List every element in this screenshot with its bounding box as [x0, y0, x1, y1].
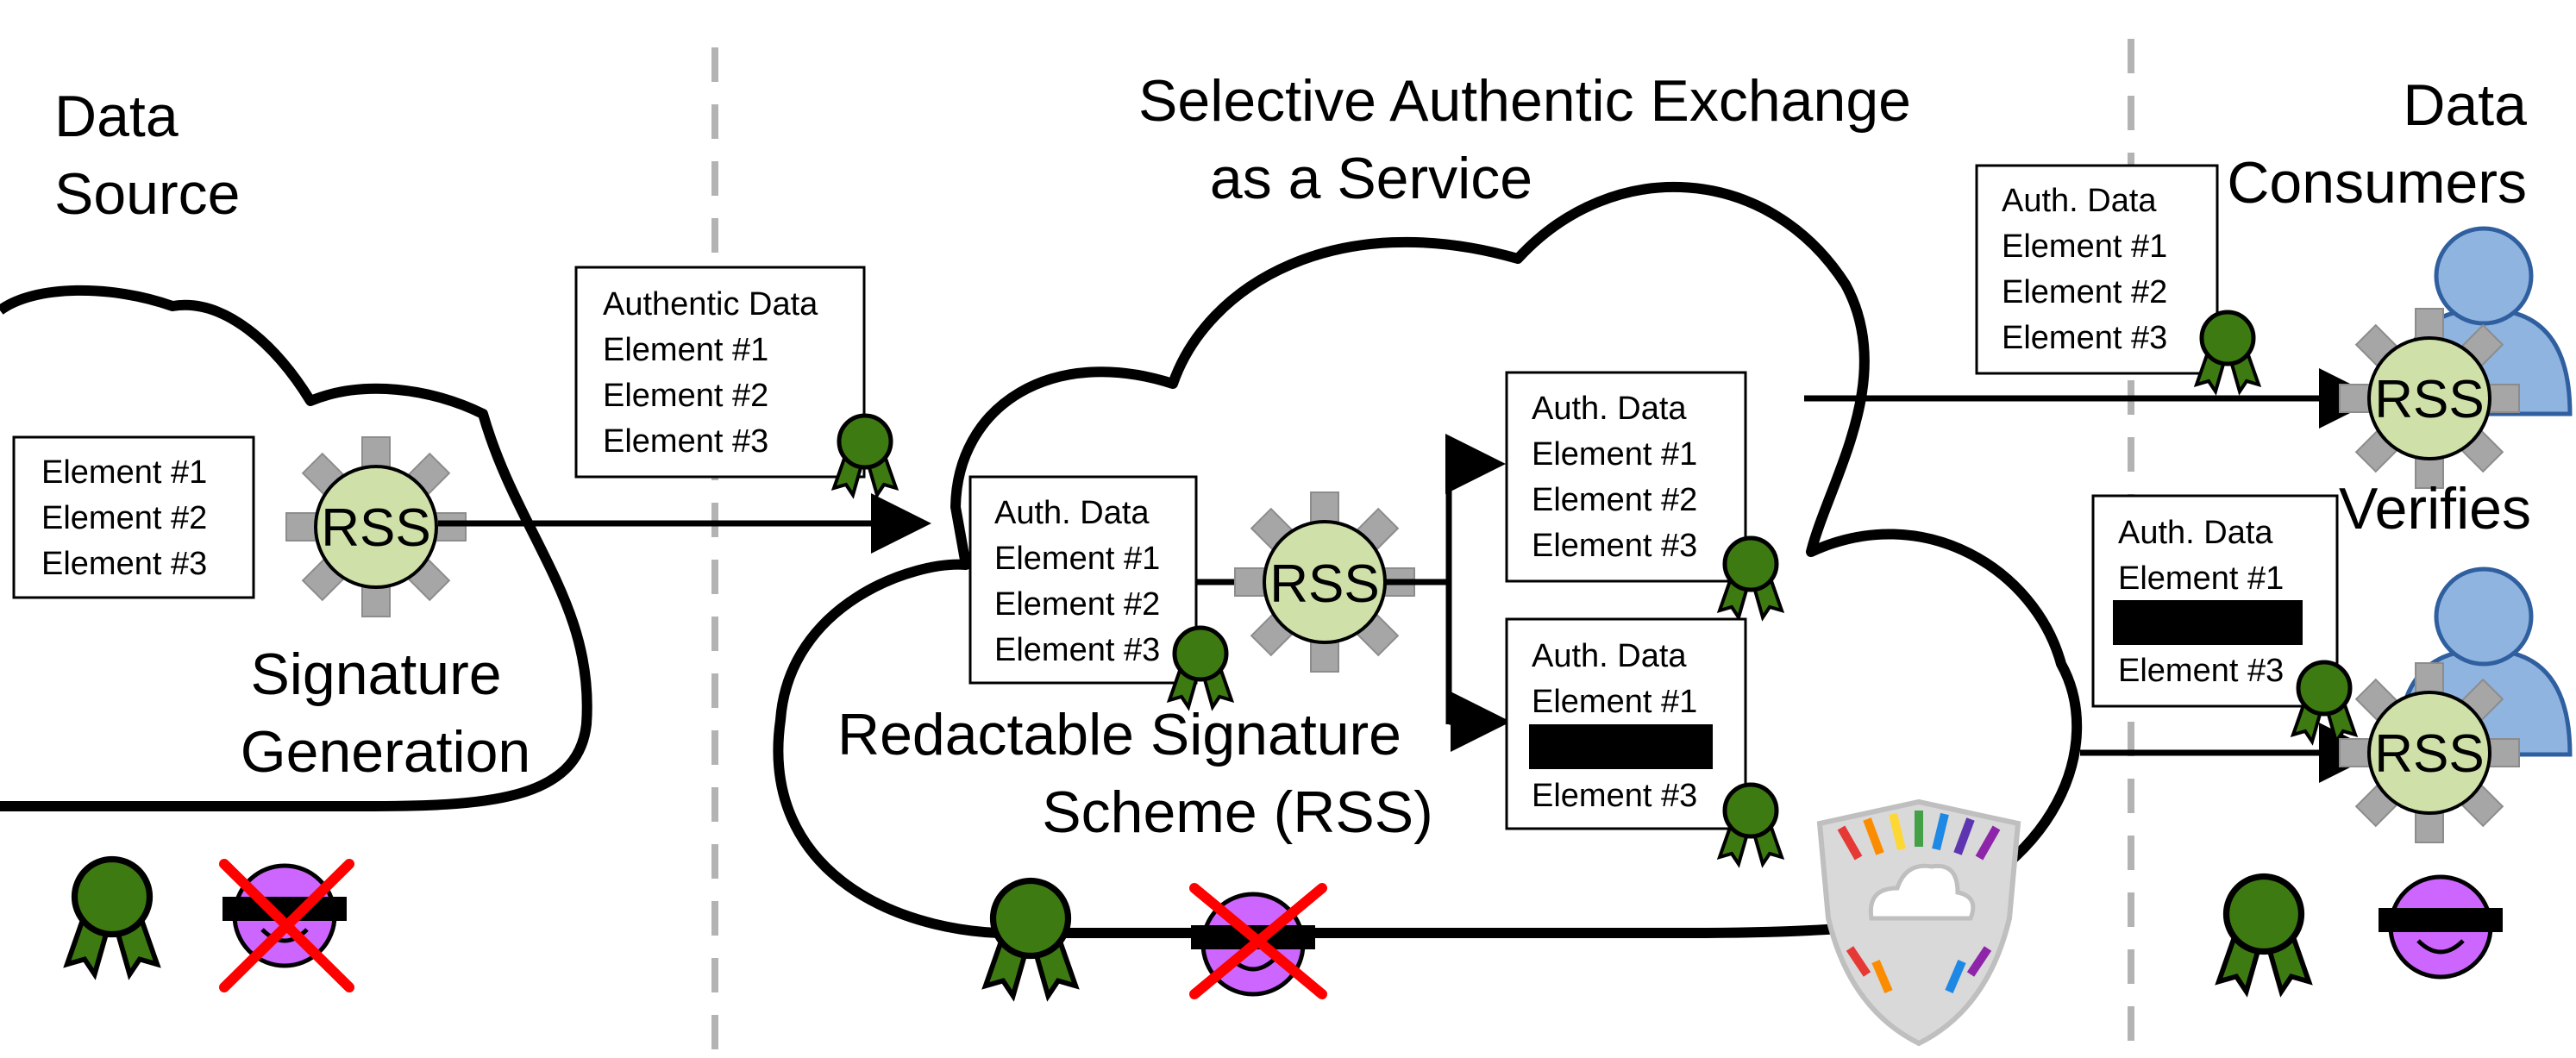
- service-output-line: Element #1: [1532, 436, 1697, 473]
- branch-arrows: [1385, 434, 1511, 752]
- service-input-line: Element #3: [994, 632, 1160, 668]
- service-output-redacted-box: [1505, 617, 1747, 830]
- transfer-line: Element #2: [603, 378, 768, 414]
- transfer-line: Element #3: [603, 423, 768, 460]
- service-caption-line2: Scheme (RSS): [1042, 779, 1432, 845]
- service-input-box: [968, 475, 1198, 685]
- redaction-bar: [1529, 724, 1713, 769]
- consumer-rss-label: RSS: [2374, 724, 2484, 784]
- service-title-line2: as a Service: [1210, 146, 1532, 211]
- ribbon-icon: [1169, 628, 1232, 707]
- consumer-box-line: Auth. Data: [2118, 515, 2273, 551]
- ribbon-icon: [2197, 312, 2259, 391]
- service-output-full-box: [1505, 371, 1747, 583]
- ribbon-icon: [67, 860, 157, 974]
- service-input-line: Element #1: [994, 541, 1160, 577]
- shield-logo-icon: [1816, 798, 2021, 1047]
- service-output-line: Auth. Data: [1532, 638, 1687, 674]
- ribbon-icon: [834, 416, 896, 495]
- consumer-rss-label: RSS: [2374, 370, 2484, 429]
- consumer-box-line: Auth. Data: [2002, 183, 2157, 219]
- consumer-box-line: Element #3: [2118, 653, 2284, 689]
- source-caption-line1: Signature: [250, 642, 501, 707]
- consumer-box-line: Element #1: [2002, 229, 2167, 265]
- source-caption-line2: Generation: [241, 719, 530, 785]
- transfer-line: Element #1: [603, 332, 768, 368]
- ribbon-icon: [2219, 877, 2309, 992]
- consumer-box-line: Element #2: [2002, 274, 2167, 310]
- service-output-line: Auth. Data: [1532, 391, 1687, 427]
- service-output-line: Element #1: [1532, 684, 1697, 720]
- consumer-box-line: Element #1: [2118, 560, 2284, 597]
- consumer-box-full: [1975, 164, 2219, 375]
- source-input-line: Element #1: [41, 454, 207, 491]
- service-rss-label: RSS: [1269, 554, 1379, 614]
- redaction-bar: [2113, 600, 2303, 645]
- cross-icon: [1189, 883, 1327, 999]
- source-rss-label: RSS: [321, 498, 430, 558]
- source-input-box: [12, 435, 255, 599]
- source-title-line1: Data: [54, 84, 179, 149]
- ribbon-icon: [1720, 538, 1782, 617]
- transfer-line: Authentic Data: [603, 286, 818, 322]
- service-cloud: [773, 182, 2083, 939]
- consumers-title-line2: Consumers: [2227, 150, 2527, 216]
- ribbon-icon: [2293, 662, 2355, 742]
- cross-icon: [219, 859, 354, 992]
- ribbon-icon: [1720, 785, 1782, 864]
- consumers-title-line1: Data: [2403, 72, 2527, 138]
- source-input-line: Element #3: [41, 546, 207, 582]
- service-caption-line1: Redactable Signature: [837, 702, 1401, 767]
- service-title-line1: Selective Authentic Exchange: [1138, 68, 1911, 134]
- source-title-line2: Source: [54, 161, 240, 227]
- service-input-line: Auth. Data: [994, 495, 1150, 531]
- ribbon-icon: [986, 881, 1075, 996]
- service-input-line: Element #2: [994, 586, 1160, 623]
- source-cloud: [0, 285, 592, 811]
- service-output-line: Element #3: [1532, 778, 1697, 814]
- verifies-label: Verifies: [2339, 476, 2531, 542]
- service-output-line: Element #3: [1532, 528, 1697, 564]
- transfer-box: [574, 266, 866, 479]
- source-input-line: Element #2: [41, 500, 207, 536]
- consumer-box-line: Element #3: [2002, 320, 2167, 356]
- privacy-face-icon: [2379, 877, 2503, 977]
- service-output-line: Element #2: [1532, 482, 1697, 518]
